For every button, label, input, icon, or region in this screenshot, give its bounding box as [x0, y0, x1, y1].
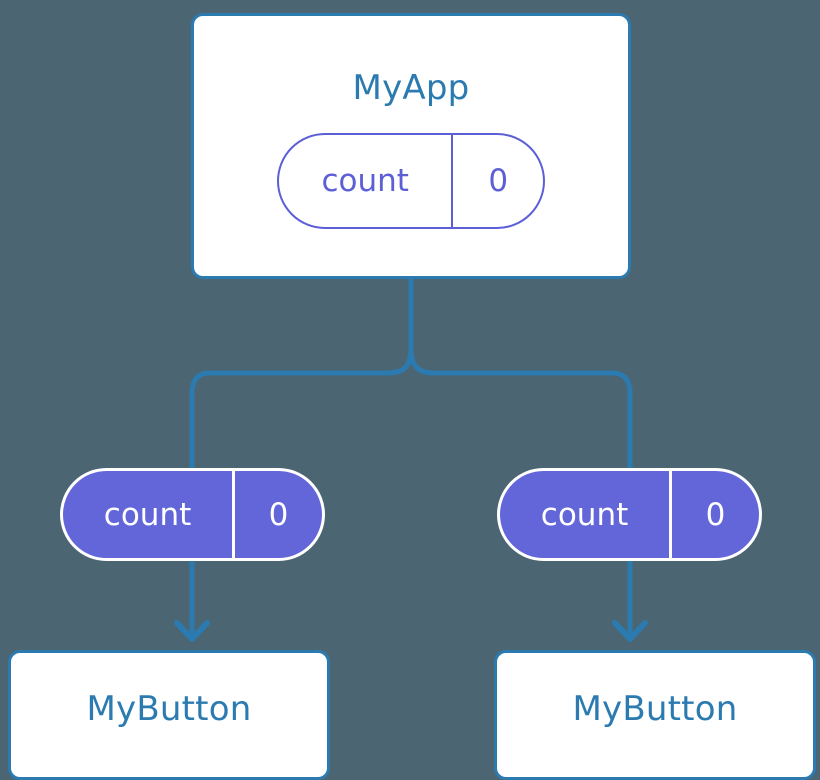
state-pill-key: count	[540, 496, 629, 533]
state-pill-value: 0	[669, 471, 759, 558]
connector-branch-right	[408, 347, 633, 478]
state-pill-child-left[interactable]: count 0	[60, 468, 325, 561]
arrow-left-head-icon	[174, 620, 210, 642]
component-title-mybutton: MyButton	[572, 689, 738, 729]
connector-branch-left	[189, 347, 414, 478]
component-node-mybutton-right[interactable]: MyButton	[494, 650, 816, 780]
state-pill-key: count	[103, 496, 192, 533]
component-title-mybutton: MyButton	[86, 689, 252, 729]
state-pill-child-right[interactable]: count 0	[497, 468, 762, 561]
state-pill-key: count	[321, 163, 409, 199]
component-node-mybutton-left[interactable]: MyButton	[8, 650, 330, 780]
state-pill-myapp[interactable]: count 0	[277, 133, 545, 229]
arrow-right-head-icon	[612, 620, 648, 642]
component-title-myapp: MyApp	[352, 68, 470, 108]
state-pill-value: 0	[232, 471, 322, 558]
state-pill-value: 0	[451, 135, 543, 227]
